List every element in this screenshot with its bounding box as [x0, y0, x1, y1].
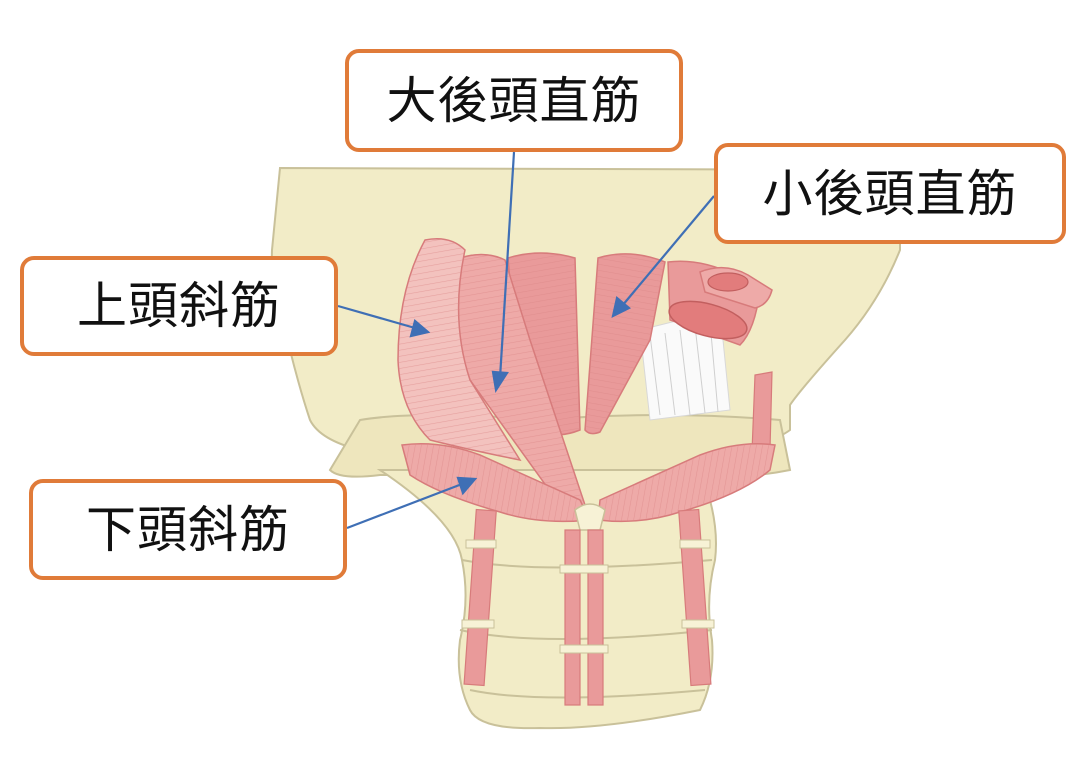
cut-muscle-upper-end — [707, 272, 749, 292]
right-lateral-strand — [751, 371, 773, 453]
label-rectus-capitis-posterior-major: 大後頭直筋 — [345, 49, 683, 152]
rectus-minor-right-fibers — [585, 253, 665, 434]
vertebra-outline-3 — [469, 689, 706, 699]
ligament-bands — [461, 539, 715, 654]
rectus-minor-left-fibers — [508, 253, 580, 435]
obliquus-superior-left-fibers — [398, 238, 520, 460]
leader-inferior — [346, 482, 463, 530]
leader-major — [498, 151, 516, 379]
axis-spinous-process — [574, 503, 606, 531]
label-obliquus-capitis-inferior: 下頭斜筋 — [29, 479, 347, 580]
intertransversarii-muscles — [463, 508, 712, 687]
label-rectus-capitis-posterior-minor: 小後頭直筋 — [714, 143, 1066, 244]
leader-superior — [337, 304, 416, 330]
label-obliquus-capitis-superior: 上頭斜筋 — [20, 256, 338, 356]
leader-minor — [621, 195, 715, 307]
arrowhead-superior — [409, 319, 431, 338]
arrowhead-inferior — [456, 476, 478, 496]
rectus-major-left-fibers — [455, 254, 585, 515]
obliquus-inferior-right-fibers — [598, 443, 775, 522]
cervical-vertebrae — [376, 469, 717, 730]
arrowhead-major — [491, 370, 509, 393]
ligament-strands — [649, 321, 719, 416]
cut-muscle-end — [668, 300, 748, 340]
obliquus-inferior-left-fibers — [402, 443, 590, 522]
arrowhead-minor — [611, 295, 631, 319]
leader-lines — [337, 151, 715, 530]
interspinales-muscles — [564, 529, 604, 706]
